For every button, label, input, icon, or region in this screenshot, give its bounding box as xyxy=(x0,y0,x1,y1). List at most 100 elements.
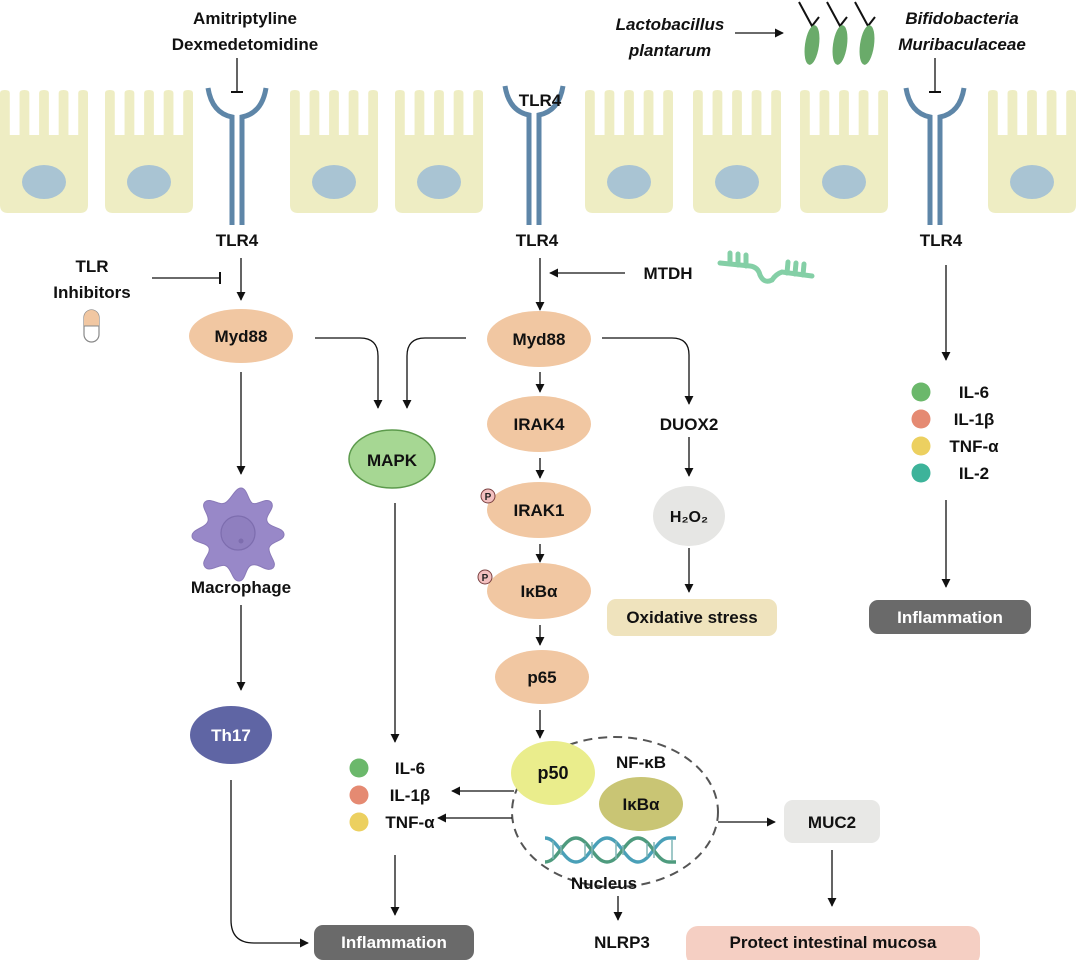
irak1-label: IRAK1 xyxy=(513,501,564,520)
irak1-node xyxy=(487,482,591,538)
cytokine-label: IL-2 xyxy=(959,464,989,483)
cell-nucleus xyxy=(417,165,461,199)
cell-nucleus xyxy=(822,165,866,199)
h2o2-node xyxy=(653,486,725,546)
inflammation-label-right: Inflammation xyxy=(897,608,1003,627)
cytokine-label: IL-1β xyxy=(390,786,431,805)
cell-nucleus xyxy=(1010,165,1054,199)
p65-label: p65 xyxy=(527,668,556,687)
cytokine-label: TNF-α xyxy=(949,437,999,456)
ikba-nuclear-node xyxy=(599,777,683,831)
oxidative-stress-box xyxy=(607,599,777,636)
epithelial-cell xyxy=(800,90,888,213)
epithelial-cell xyxy=(395,90,483,213)
epithelial-cell xyxy=(585,90,673,213)
cell-nucleus xyxy=(127,165,171,199)
tlr4-label-center-top: TLR4 xyxy=(519,91,562,110)
p50-node xyxy=(511,741,595,805)
bacteria-label-lactobacillus: Lactobacillus xyxy=(616,15,725,34)
inflammation-box-bottom xyxy=(314,925,474,960)
tlr4-receptor-left xyxy=(205,87,269,225)
inflammation-box-right xyxy=(869,600,1031,634)
cytokine-right-item: IL-1β xyxy=(911,409,995,429)
tlr4-label-center: TLR4 xyxy=(516,231,559,250)
cell-nucleus xyxy=(715,165,759,199)
tlr4-label-left: TLR4 xyxy=(216,231,259,250)
tlr-inhibitor-block xyxy=(152,272,221,284)
muc2-label: MUC2 xyxy=(808,813,856,832)
irak4-node xyxy=(487,396,591,452)
tlr-inhibitors-label-line1: TLR xyxy=(75,257,108,276)
cytokine-dot xyxy=(911,436,931,456)
epithelial-cell xyxy=(290,90,378,213)
mapk-label: MAPK xyxy=(367,451,418,470)
rna-strand-icon xyxy=(717,250,815,284)
epithelial-cell xyxy=(693,90,781,213)
arrow-th17-to-inflammation xyxy=(230,780,309,948)
cytokine-left-item: IL-6 xyxy=(349,758,425,778)
cytokine-dot xyxy=(911,409,931,429)
cytokine-dot xyxy=(349,785,369,805)
pill-icon xyxy=(83,309,100,343)
epithelial-cell xyxy=(988,90,1076,213)
cytokine-label: IL-6 xyxy=(959,383,989,402)
ikba-node xyxy=(487,563,591,619)
phospho-badge-irak1 xyxy=(480,488,496,504)
inflammation-label-bottom: Inflammation xyxy=(341,933,447,952)
bifido-inhibition xyxy=(929,58,941,93)
ikba-nuclear-label: IκBα xyxy=(623,795,660,814)
cell-nucleus xyxy=(607,165,651,199)
tlr4-receptor-right xyxy=(903,87,967,225)
cytokine-right-item: IL-2 xyxy=(911,463,989,483)
bacteria-label-plantarum: plantarum xyxy=(628,41,711,60)
irak4-label: IRAK4 xyxy=(513,415,565,434)
macrophage-icon xyxy=(191,487,285,582)
cytokine-label: IL-6 xyxy=(395,759,425,778)
dna-icon xyxy=(544,836,676,864)
bacteria-label-bifidobacteria: Bifidobacteria xyxy=(905,9,1018,28)
myd88-label-left: Myd88 xyxy=(215,327,268,346)
cytokine-right-item: TNF-α xyxy=(911,436,999,456)
cytokine-left-item: IL-1β xyxy=(349,785,431,805)
epithelial-cell xyxy=(0,90,88,213)
myd88-label-center: Myd88 xyxy=(513,330,566,349)
bacteria-icon xyxy=(798,1,876,65)
tlr4-label-right: TLR4 xyxy=(920,231,963,250)
p65-node xyxy=(495,650,589,704)
cytokine-dot xyxy=(911,382,931,402)
macrophage-label: Macrophage xyxy=(191,578,291,597)
cytokine-left-item: TNF-α xyxy=(349,812,435,832)
cell-nucleus xyxy=(22,165,66,199)
nucleus-label: Nucleus xyxy=(571,874,637,893)
bacteria-label-muribaculaceae: Muribaculaceae xyxy=(898,35,1026,54)
oxidative-stress-label: Oxidative stress xyxy=(626,608,757,627)
cytokine-label: TNF-α xyxy=(385,813,435,832)
drug-label-amitriptyline: Amitriptyline xyxy=(193,9,297,28)
nfkb-label: NF-κB xyxy=(616,753,666,772)
th17-node xyxy=(190,706,272,764)
tlr4-receptor-center xyxy=(502,85,566,225)
cytokine-right-item: IL-6 xyxy=(911,382,989,402)
tlr-inhibitors-label-line2: Inhibitors xyxy=(53,283,130,302)
th17-label: Th17 xyxy=(211,726,251,745)
phospho-label-irak1: P xyxy=(485,492,492,503)
cytokine-dot xyxy=(349,812,369,832)
amitriptyline-inhibition xyxy=(231,58,243,93)
muc2-box xyxy=(784,800,880,843)
myd88-node-center xyxy=(487,311,591,367)
nucleus-boundary xyxy=(511,736,719,888)
p50-label: p50 xyxy=(537,763,568,783)
drug-label-dexmedetomidine: Dexmedetomidine xyxy=(172,35,318,54)
ikba-label: IκBα xyxy=(521,582,558,601)
epithelial-cell-layer xyxy=(0,90,1076,213)
arrow-myd88-to-duox2 xyxy=(602,337,694,405)
cytokine-label: IL-1β xyxy=(954,410,995,429)
protect-mucosa-box xyxy=(686,926,980,960)
mtdh-label: MTDH xyxy=(643,264,692,283)
arrow-myd88-left-to-mapk xyxy=(315,337,383,409)
protect-mucosa-label: Protect intestinal mucosa xyxy=(730,933,937,952)
cytokine-dot xyxy=(911,463,931,483)
myd88-node-left xyxy=(189,309,293,363)
